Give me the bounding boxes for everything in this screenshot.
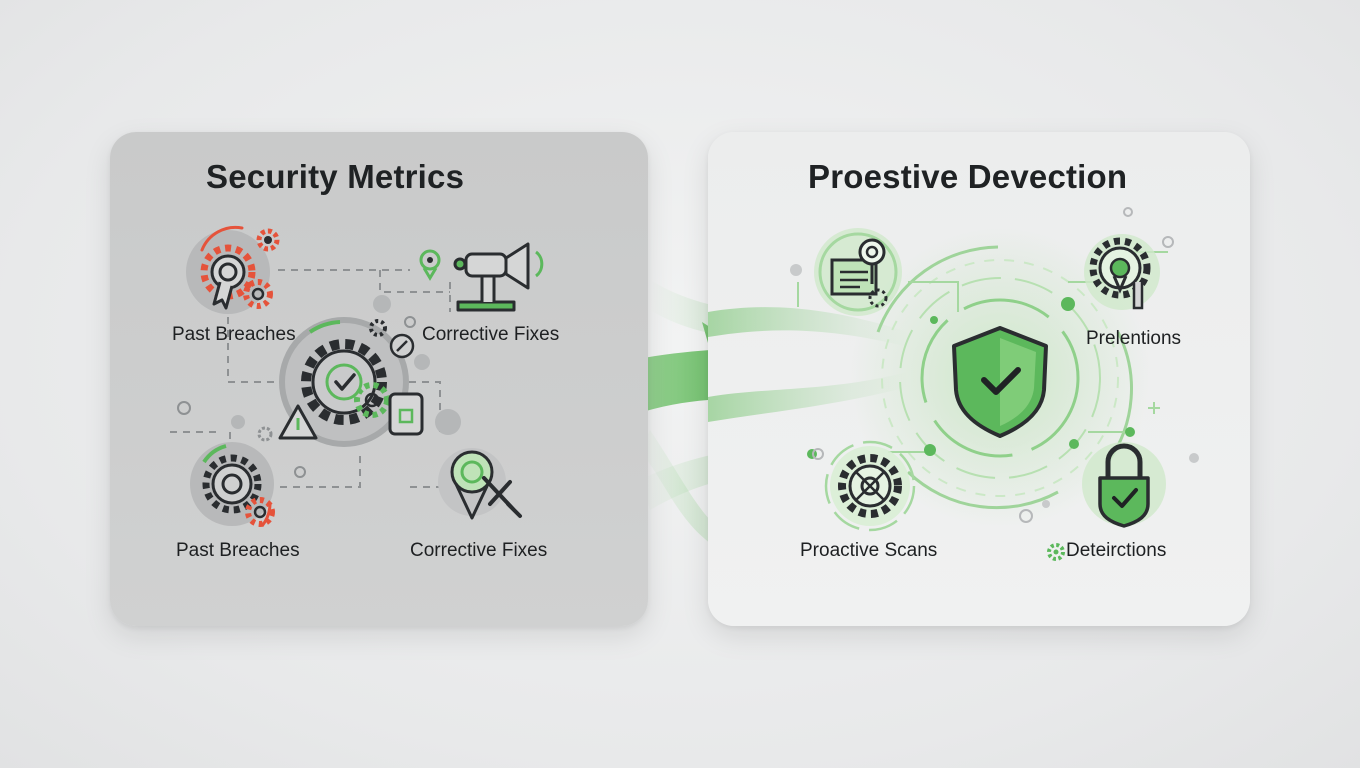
label-past-breaches-bottom: Past Breaches xyxy=(176,540,300,561)
central-gear-check-icon xyxy=(279,317,415,447)
map-pin-tools-icon xyxy=(438,448,522,520)
decor-rings xyxy=(812,207,1174,523)
grey-dots xyxy=(790,264,1199,508)
label-deteirctions: Deteirctions xyxy=(1066,540,1167,561)
tablet-icon xyxy=(388,392,424,436)
label-proactive-scans: Proactive Scans xyxy=(800,540,938,561)
megaphone-icon xyxy=(453,242,544,312)
security-metrics-panel: Security Metrics Past Breaches Correctiv… xyxy=(110,132,648,626)
small-location-icon xyxy=(419,249,441,281)
label-corrective-fixes-bottom: Corrective Fixes xyxy=(410,540,548,561)
decor-dots xyxy=(231,295,461,435)
proactive-detection-diagram xyxy=(708,207,1199,561)
label-corrective-fixes: Corrective Fixes xyxy=(422,324,560,345)
gear-cluster-icon xyxy=(186,225,280,314)
label-past-breaches: Past Breaches xyxy=(172,324,296,345)
label-prelentions: Prelentions xyxy=(1086,328,1182,349)
gear-scan-icon xyxy=(824,440,916,532)
location-gear-icon xyxy=(1084,234,1160,310)
panel-title: Security Metrics xyxy=(206,158,465,195)
document-target-icon xyxy=(814,228,902,316)
small-gear-icon xyxy=(1047,543,1065,561)
shield-check-icon xyxy=(952,326,1048,438)
sparkle-icon xyxy=(1148,402,1160,414)
padlock-check-icon xyxy=(1082,442,1166,528)
security-metrics-diagram xyxy=(170,225,544,527)
proactive-detection-panel: Proestive Devection Prelentions Proactiv… xyxy=(708,132,1250,626)
gear-cluster-icon-bottom xyxy=(190,442,275,527)
warning-triangle-icon xyxy=(257,404,318,442)
panel-title: Proestive Devection xyxy=(808,158,1128,195)
decor-rings xyxy=(177,316,416,478)
